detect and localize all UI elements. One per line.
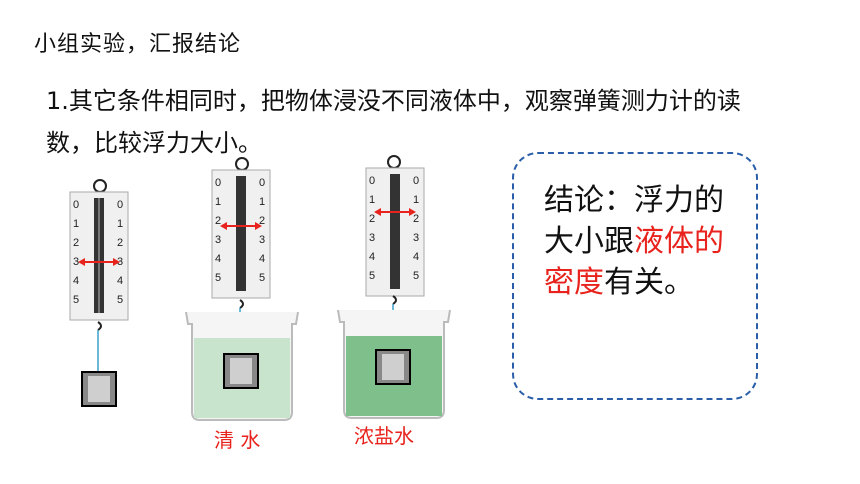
g2-rtick-3: 3 — [259, 234, 265, 246]
g1-tick-5: 5 — [73, 294, 79, 306]
gauge-1-arrow — [78, 258, 120, 266]
g2-tick-2: 2 — [215, 215, 221, 227]
g1-tick-0: 0 — [73, 199, 79, 211]
g1-tick-4: 4 — [73, 275, 79, 287]
conclusion-suffix: 有关。 — [604, 265, 694, 300]
slide-title: 小组实验，汇报结论 — [34, 32, 242, 57]
g1-rtick-2: 2 — [117, 237, 123, 249]
g2-tick-0: 0 — [215, 177, 221, 189]
g1-rtick-1: 1 — [117, 218, 123, 230]
g1-tick-3: 3 — [73, 256, 79, 268]
g2-tick-3: 3 — [215, 234, 221, 246]
conclusion-highlight: 液体的密度 — [544, 224, 724, 300]
g1-rtick-3: 3 — [117, 256, 123, 268]
g1-tick-1: 1 — [73, 218, 79, 230]
g2-tick-5: 5 — [215, 272, 221, 284]
conclusion-text: 结论：浮力的大小跟液体的密度有关。 — [544, 180, 744, 303]
g3-rtick-2: 2 — [413, 213, 419, 225]
g3-rtick-4: 4 — [413, 251, 419, 263]
conclusion-box: 结论：浮力的大小跟液体的密度有关。 — [512, 152, 758, 400]
spring-scale-water — [185, 157, 299, 421]
g2-rtick-2: 2 — [259, 215, 265, 227]
g2-rtick-4: 4 — [259, 253, 265, 265]
g2-rtick-0: 0 — [259, 177, 265, 189]
g3-tick-3: 3 — [369, 232, 375, 244]
g3-tick-4: 4 — [369, 251, 375, 263]
g3-rtick-3: 3 — [413, 232, 419, 244]
g3-tick-2: 2 — [369, 213, 375, 225]
g3-rtick-0: 0 — [413, 175, 419, 187]
conclusion-prefix: 结论：浮力的大小跟 — [544, 183, 724, 259]
g2-rtick-1: 1 — [259, 196, 265, 208]
g2-tick-1: 1 — [215, 196, 221, 208]
g2-rtick-5: 5 — [259, 272, 265, 284]
g3-rtick-1: 1 — [413, 194, 419, 206]
gauge-2-arrow — [220, 222, 262, 230]
g1-rtick-4: 4 — [117, 275, 123, 287]
water-label: 清 水 — [214, 428, 261, 452]
task-text: 1.其它条件相同时，把物体浸没不同液体中，观察弹簧测力计的读 数，比较浮力大小。 — [46, 80, 786, 164]
g3-tick-5: 5 — [369, 270, 375, 282]
g3-tick-0: 0 — [369, 175, 375, 187]
g2-tick-4: 4 — [215, 253, 221, 265]
g3-tick-1: 1 — [369, 194, 375, 206]
g1-rtick-5: 5 — [117, 294, 123, 306]
gauge-3-arrow — [374, 208, 416, 216]
experiment-figure: 0 1 2 3 4 5 0 1 2 3 4 5 — [60, 150, 480, 460]
brine-label: 浓盐水 — [354, 424, 414, 448]
g1-tick-2: 2 — [73, 237, 79, 249]
experiment-illustration: 0 1 2 3 4 5 0 1 2 3 4 5 — [69, 155, 451, 421]
spring-scale-brine — [337, 155, 451, 419]
g1-rtick-0: 0 — [117, 199, 123, 211]
task-line-2: 数，比较浮力大小。 — [46, 129, 262, 157]
g3-rtick-5: 5 — [413, 270, 419, 282]
task-line-1: 1.其它条件相同时，把物体浸没不同液体中，观察弹簧测力计的读 — [46, 87, 741, 115]
spring-scale-air — [69, 179, 129, 407]
